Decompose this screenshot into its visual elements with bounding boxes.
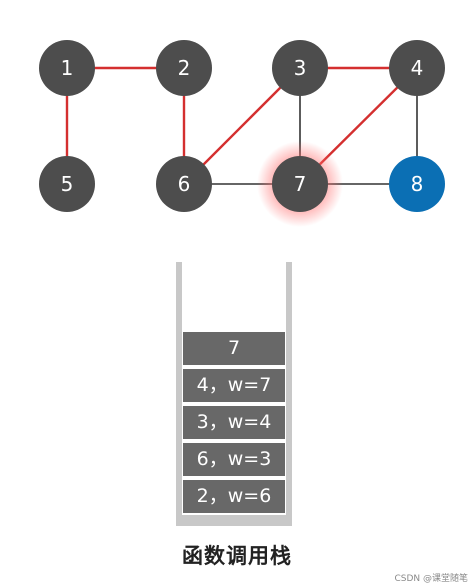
node-4 (389, 40, 445, 96)
node-8-label: 8 (411, 172, 424, 196)
watermark: CSDN @课堂随笔 (394, 574, 468, 584)
node-7 (272, 156, 328, 212)
node-5-label: 5 (61, 172, 74, 196)
node-7-label: 7 (294, 172, 307, 196)
node-2 (156, 40, 212, 96)
graph-diagram: 1 2 3 4 5 6 7 8 (39, 40, 445, 227)
node-6 (156, 156, 212, 212)
node-2-label: 2 (178, 56, 191, 80)
stack-caption: 函数调用栈 (182, 544, 292, 568)
node-4-label: 4 (411, 56, 424, 80)
node-8 (389, 156, 445, 212)
node-5 (39, 156, 95, 212)
stack-frame: 6，w=3 (183, 443, 285, 476)
stack-right-wall (286, 262, 292, 526)
stack-frame: 4，w=7 (183, 369, 285, 402)
node-3-label: 3 (294, 56, 307, 80)
stack-left-wall (176, 262, 182, 526)
node-1-label: 1 (61, 56, 74, 80)
node-6-label: 6 (178, 172, 191, 196)
stack-frame: 7 (183, 332, 285, 365)
stack-frame: 2，w=6 (183, 480, 285, 513)
node-3 (272, 40, 328, 96)
stack-frame: 3，w=4 (183, 406, 285, 439)
node-1 (39, 40, 95, 96)
stack-bottom (176, 515, 292, 526)
